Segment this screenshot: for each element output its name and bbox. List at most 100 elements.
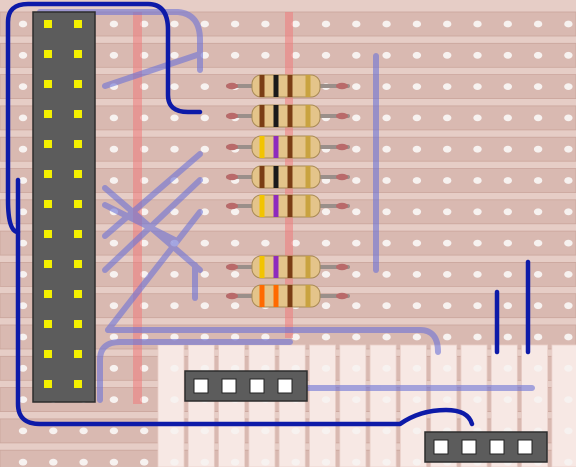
board-hole [533, 364, 543, 372]
board-hole [200, 302, 209, 310]
board-hole [321, 20, 331, 28]
board-hole [109, 20, 119, 28]
resistor [226, 284, 350, 308]
board-hole [140, 302, 149, 310]
resistor-body [251, 104, 321, 128]
board-hole [412, 302, 422, 310]
resistor-body [251, 194, 321, 218]
board-hole [261, 333, 270, 341]
board-hole [382, 177, 391, 184]
board-hole [533, 333, 543, 341]
board-hole [140, 239, 149, 247]
board-hole [564, 20, 573, 28]
board-hole [261, 364, 270, 372]
resistor-band-brown [287, 166, 293, 188]
resistor [226, 255, 350, 279]
board-hole [564, 364, 573, 372]
board-hole [412, 239, 422, 247]
board-hole [109, 114, 119, 122]
board-hole [352, 20, 361, 28]
board-hole [382, 364, 391, 372]
board-hole [170, 271, 179, 278]
board-hole [473, 51, 482, 59]
main-header-body [32, 11, 96, 403]
pale-strip [399, 344, 427, 467]
board-hole [18, 239, 28, 247]
board-hole [382, 145, 391, 153]
board-hole [382, 333, 391, 341]
board-hole [382, 239, 391, 247]
header-pin [44, 50, 52, 58]
board-hole [503, 333, 512, 341]
board-hole [352, 271, 361, 278]
board-hole [564, 271, 573, 278]
board-hole [564, 333, 573, 341]
resistor-band-gold [305, 195, 311, 217]
board-hole [443, 396, 452, 403]
board-hole [352, 239, 361, 247]
header-socket [461, 439, 477, 455]
board-hole [473, 208, 482, 216]
header-pin [44, 20, 52, 28]
header-pin [44, 350, 52, 358]
resistor-band-black [273, 105, 279, 127]
board-hole [200, 458, 209, 466]
board-hole [140, 177, 149, 184]
board-hole [473, 177, 482, 184]
board-hole [321, 239, 331, 247]
resistor-lead-end [336, 143, 348, 151]
board-hole [533, 208, 543, 216]
header-pin [74, 290, 82, 298]
board-hole [473, 302, 482, 310]
board-hole [443, 114, 452, 122]
board-hole [352, 333, 361, 341]
board-hole [18, 51, 28, 59]
resistor-lead-end [226, 143, 238, 151]
header-pin [44, 80, 52, 88]
header-pin [44, 230, 52, 238]
header-pin [44, 260, 52, 268]
faded-wires [37, 9, 535, 403]
resistor-lead-end [226, 173, 238, 181]
board-hole [473, 83, 482, 90]
board-hole [443, 177, 452, 184]
board-hole [503, 20, 512, 28]
board-hole [200, 333, 209, 341]
board-hole [200, 145, 209, 153]
resistor-band-brown [287, 75, 293, 97]
resistor-band-gold [305, 136, 311, 158]
board-hole [170, 20, 179, 28]
board-hole [18, 20, 28, 28]
resistor-band-orange [273, 285, 279, 307]
board-hole [291, 333, 300, 341]
board-hole [79, 458, 88, 466]
board-hole [109, 333, 119, 341]
pale-strip [157, 344, 185, 467]
board-hole [352, 208, 361, 216]
board-hole [473, 114, 482, 122]
board-hole [140, 83, 149, 90]
board-hole [321, 271, 331, 278]
header-pin [74, 50, 82, 58]
header-socket [249, 378, 265, 394]
header-pin [74, 20, 82, 28]
header-pin [44, 320, 52, 328]
board-hole [564, 83, 573, 90]
board-hole [533, 83, 543, 90]
board-hole [230, 427, 240, 435]
header-socket [221, 378, 237, 394]
board-hole [564, 427, 573, 435]
board-hole [321, 364, 331, 372]
board-hole [18, 364, 28, 372]
resistor-band-purple [273, 256, 279, 278]
board-hole [473, 145, 482, 153]
resistor-lead-end [336, 82, 348, 90]
board-hole [352, 427, 361, 435]
board-hole [412, 396, 422, 403]
board-hole [443, 302, 452, 310]
board-hole [109, 364, 119, 372]
board-hole [200, 208, 209, 216]
board-hole [352, 83, 361, 90]
